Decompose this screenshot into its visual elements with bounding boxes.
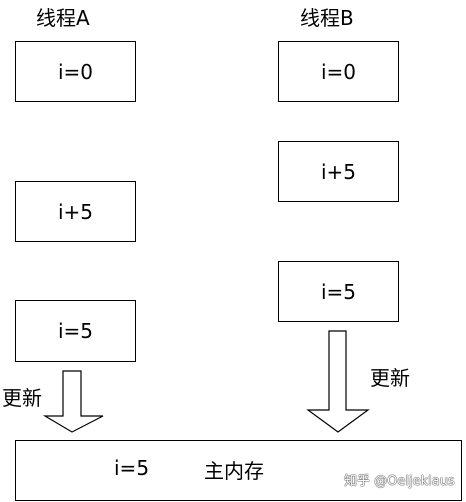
thread-b-box-init: i=0 bbox=[278, 41, 399, 102]
thread-a-box-result-label: i=5 bbox=[57, 319, 94, 343]
thread-b-box-init-label: i=0 bbox=[320, 59, 357, 84]
thread-b-update-label: 更新 bbox=[370, 366, 410, 390]
thread-a-title: 线程A bbox=[36, 6, 90, 30]
thread-b-box-result: i=5 bbox=[278, 261, 399, 322]
main-memory-label: 主内存 bbox=[204, 459, 264, 483]
thread-b-update-arrow bbox=[306, 330, 370, 433]
thread-a-box-init-label: i=0 bbox=[57, 59, 94, 84]
thread-b-box-increment: i+5 bbox=[278, 141, 399, 202]
thread-a-update-arrow bbox=[42, 370, 104, 433]
main-memory-value: i=5 bbox=[114, 456, 150, 480]
thread-b-box-result-label: i=5 bbox=[320, 279, 357, 304]
thread-a-box-init: i=0 bbox=[15, 41, 136, 102]
thread-a-box-result: i=5 bbox=[15, 300, 136, 362]
thread-a-box-increment: i+5 bbox=[15, 181, 136, 242]
thread-a-update-label: 更新 bbox=[2, 386, 42, 410]
watermark: 知乎 @Oeljeklaus bbox=[344, 474, 455, 489]
thread-b-title: 线程B bbox=[300, 6, 354, 30]
main-memory-box: i=5 主内存 bbox=[15, 440, 462, 501]
thread-a-box-increment-label: i+5 bbox=[57, 199, 94, 224]
thread-b-box-increment-label: i+5 bbox=[320, 159, 357, 184]
